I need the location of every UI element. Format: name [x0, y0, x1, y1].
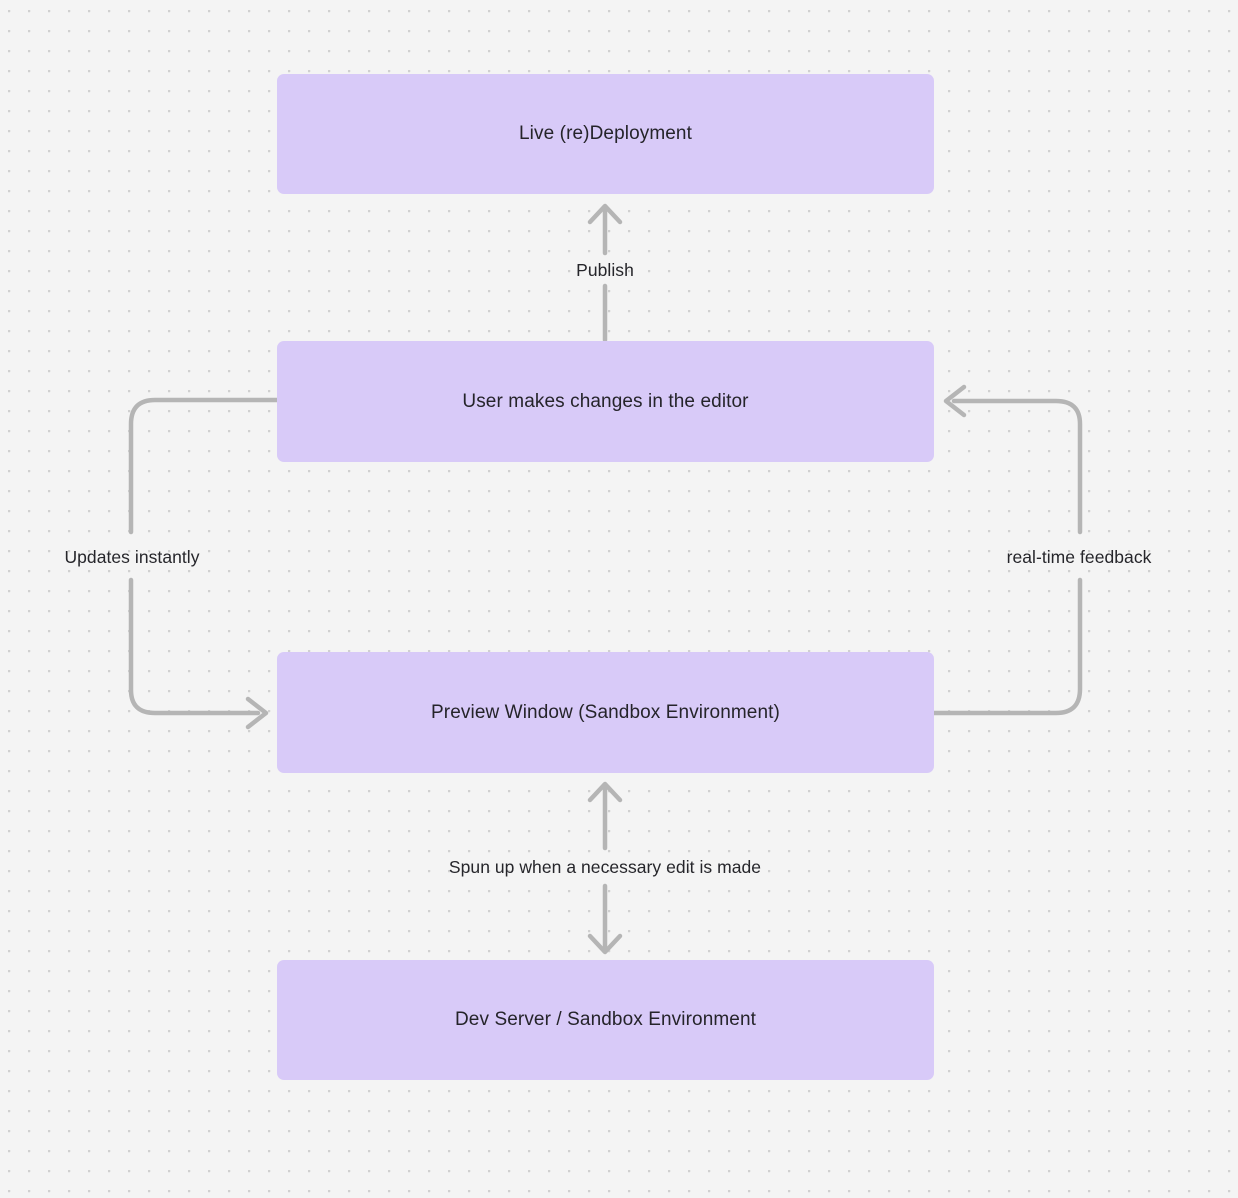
edge-label-spun-up: Spun up when a necessary edit is made — [448, 857, 762, 877]
edge-label-publish: Publish — [576, 260, 634, 280]
node-live-deployment[interactable]: Live (re)Deployment — [277, 74, 934, 194]
node-preview-window-label: Preview Window (Sandbox Environment) — [431, 701, 780, 723]
node-dev-server-label: Dev Server / Sandbox Environment — [454, 1009, 756, 1030]
node-live-deployment-label: Live (re)Deployment — [519, 123, 692, 144]
node-user-edits[interactable]: User makes changes in the editor — [277, 341, 934, 462]
edge-label-updates-instantly: Updates instantly — [64, 547, 200, 567]
edge-label-real-time-feedback: real-time feedback — [1006, 547, 1152, 567]
node-preview-window[interactable]: Preview Window (Sandbox Environment) — [277, 652, 934, 773]
node-dev-server[interactable]: Dev Server / Sandbox Environment — [277, 960, 934, 1080]
node-user-edits-label: User makes changes in the editor — [462, 390, 749, 412]
